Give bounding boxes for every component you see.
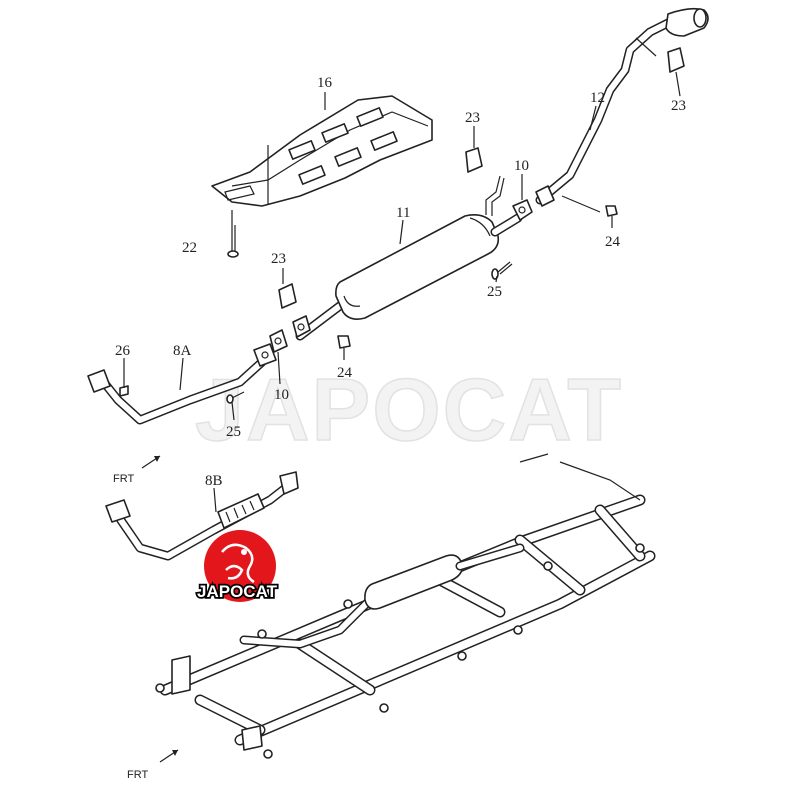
rubber-mount-23-middle [465, 147, 483, 173]
heat-shield-16 [211, 95, 433, 207]
callout-8A: 8A [173, 343, 192, 359]
rubber-mount-23-top [667, 47, 685, 73]
logo-red-circle [204, 530, 276, 602]
leader-lines [123, 71, 681, 513]
callout-24-middle: 24 [337, 365, 353, 381]
logo-text: JAPOCAT [197, 582, 278, 601]
nut-24-middle [337, 335, 351, 349]
callout-26: 26 [115, 343, 131, 359]
callout-labels: 16 23 12 23 10 11 22 23 24 25 26 8A 24 1… [115, 75, 686, 489]
muffler-11 [295, 175, 523, 341]
japocat-logo: JAPOCAT [195, 530, 279, 603]
callout-8B: 8B [205, 473, 223, 489]
muffler-front-flange [292, 315, 311, 338]
gasket-10-upper [512, 199, 533, 221]
bolt-25-upper [491, 261, 513, 280]
frt-arrow-lower: FRT [127, 749, 179, 781]
callout-25-lower: 25 [226, 424, 241, 440]
front-pipe-8A [87, 343, 277, 425]
callout-10-upper: 10 [514, 158, 529, 174]
callout-25-upper: 25 [487, 284, 502, 300]
frt-arrow-upper: FRT [113, 455, 161, 485]
callout-23-top: 23 [671, 98, 686, 114]
gasket-10-lower [269, 329, 288, 353]
callout-16: 16 [317, 75, 333, 91]
rubber-mount-23-left [278, 283, 297, 309]
tail-pipe-12 [535, 7, 709, 213]
bolt-25-lower [226, 391, 245, 404]
frt-label-upper: FRT [113, 473, 134, 485]
callout-11: 11 [396, 205, 410, 221]
callout-12: 12 [590, 90, 605, 106]
frt-label-lower: FRT [127, 769, 148, 781]
callout-22: 22 [182, 240, 197, 256]
callout-24-right: 24 [605, 234, 621, 250]
nut-24-right [605, 205, 618, 217]
bolt-22 [227, 225, 239, 258]
callout-10-lower: 10 [274, 387, 289, 403]
vehicle-frame [155, 453, 656, 759]
front-pipe-8B [105, 471, 299, 561]
watermark-text: JAPOCAT [195, 360, 623, 459]
callout-23-left: 23 [271, 251, 286, 267]
callout-23-middle: 23 [465, 110, 480, 126]
